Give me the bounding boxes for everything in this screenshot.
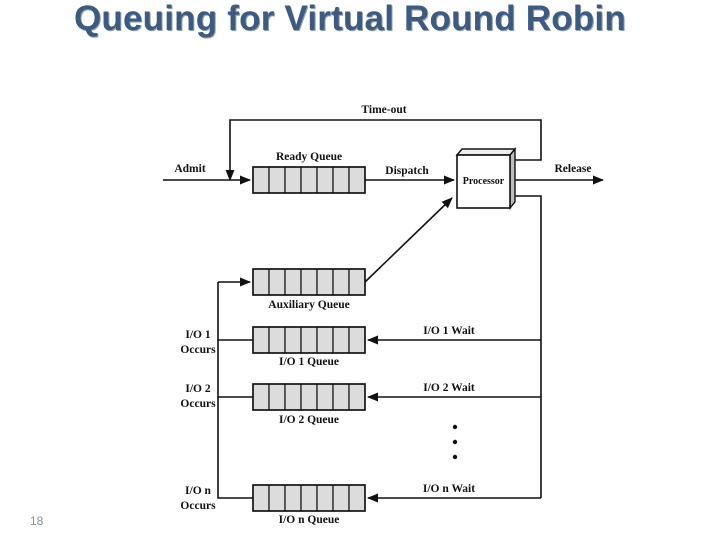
queue-slot [348, 166, 366, 194]
queue-slot [332, 268, 350, 296]
timeout-loop-line [225, 119, 542, 182]
ion-occurs-label-2: Occurs [180, 500, 216, 512]
ion-queue-label: I/O n Queue [279, 514, 340, 526]
queue-slot [284, 484, 302, 512]
queue-slot [332, 166, 350, 194]
queue-slot [284, 326, 302, 354]
ellipsis-dot [452, 424, 458, 430]
io1-queue-label: I/O 1 Queue [279, 356, 339, 368]
queue-slot [316, 166, 334, 194]
queue-slot [332, 326, 350, 354]
admit-label: Admit [174, 163, 205, 175]
queue-slot [316, 326, 334, 354]
queue-slot [284, 383, 302, 411]
queue-slot [252, 484, 270, 512]
queue-slot [316, 484, 334, 512]
io2-occurs-label: I/O 2 [185, 383, 210, 395]
io2-queue-box [252, 383, 366, 411]
io1-occurs-label-2: Occurs [180, 344, 216, 356]
io1-return-line [217, 282, 253, 341]
io1-occurs-label: I/O 1 [185, 329, 210, 341]
queue-slot [348, 484, 366, 512]
queue-slot [268, 383, 286, 411]
queue-slot [284, 268, 302, 296]
io2-wait-label: I/O 2 Wait [423, 382, 475, 394]
io-return-bus [515, 195, 542, 498]
queue-outline [252, 484, 366, 512]
queue-slot [300, 326, 318, 354]
queue-slot [300, 484, 318, 512]
queue-slot [268, 326, 286, 354]
ion-queue-box [252, 484, 366, 512]
timeout-label: Time-out [361, 104, 406, 116]
io2-queue-label: I/O 2 Queue [279, 414, 339, 426]
queue-slot [332, 383, 350, 411]
queue-slot [316, 383, 334, 411]
ready-queue-label: Ready Queue [276, 151, 342, 163]
auxiliary-queue-box [252, 268, 366, 296]
ready-queue-box [252, 166, 366, 194]
dispatch-label: Dispatch [385, 165, 429, 177]
queue-slot [300, 383, 318, 411]
processor-label: Processor [463, 176, 505, 187]
queue-slot [348, 383, 366, 411]
queue-slot [268, 484, 286, 512]
ion-wait-label: I/O n Wait [423, 483, 475, 495]
queue-slot [300, 268, 318, 296]
slide-title: Queuing for Virtual Round Robin [74, 0, 626, 38]
queue-outline [252, 268, 366, 296]
queue-outline [252, 326, 366, 354]
io1-wait-label: I/O 1 Wait [423, 325, 475, 337]
queue-slot [284, 166, 302, 194]
queue-outline [252, 383, 366, 411]
auxiliary-queue-label: Auxiliary Queue [268, 299, 349, 311]
queue-slot [252, 383, 270, 411]
queue-slot [252, 326, 270, 354]
queue-slot [252, 268, 270, 296]
queue-slot [316, 268, 334, 296]
auxiliary-to-processor-arrow [364, 197, 453, 283]
queue-slot [252, 166, 270, 194]
ion-return-line [217, 397, 253, 499]
io2-return-line [217, 340, 253, 398]
queue-slot [348, 326, 366, 354]
ion-occurs-label: I/O n [185, 485, 211, 497]
io1-queue-box [252, 326, 366, 354]
ellipsis-dot [452, 454, 458, 460]
ellipsis-dot [452, 439, 458, 445]
queue-slot [268, 268, 286, 296]
queue-slot [332, 484, 350, 512]
release-label: Release [554, 163, 591, 175]
io2-occurs-label-2: Occurs [180, 398, 216, 410]
queue-outline [252, 166, 366, 194]
queue-slot [300, 166, 318, 194]
processor-box: Processor [455, 147, 517, 210]
queue-slot [348, 268, 366, 296]
slide-number: 18 [30, 514, 44, 528]
queue-slot [268, 166, 286, 194]
